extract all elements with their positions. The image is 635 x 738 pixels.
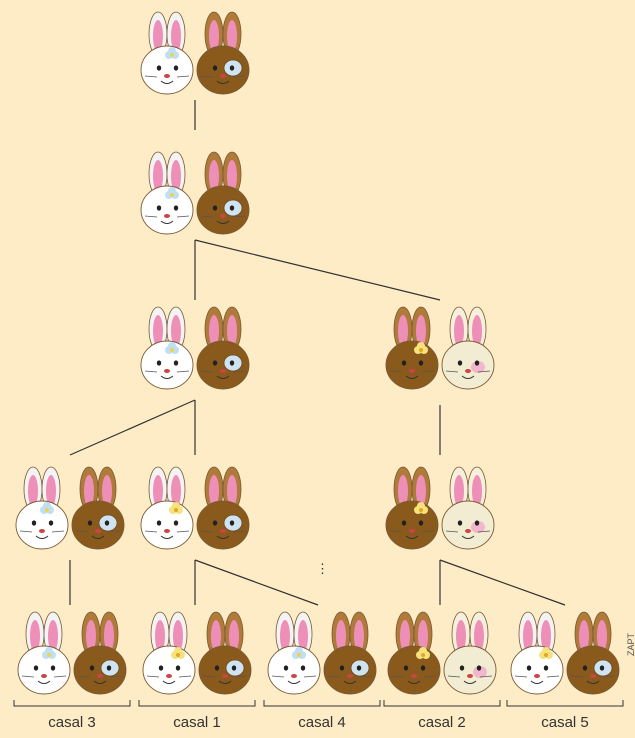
pair-casal-2 (382, 610, 502, 700)
pair-generation-4-b (135, 465, 255, 555)
label-casal-2: casal 2 (418, 714, 466, 731)
label-casal-3: casal 3 (48, 714, 96, 731)
pair-generation-1 (135, 10, 255, 100)
ellipsis-mark: ⋮ (316, 561, 329, 576)
brace-casal-4 (263, 700, 381, 707)
connector-gen2-gen3b (194, 239, 441, 301)
pair-generation-4-a (10, 465, 130, 555)
brace-casal-2 (383, 700, 501, 707)
label-casal-5: casal 5 (541, 714, 589, 731)
connector-gen4b-casal4 (194, 559, 319, 606)
label-casal-1: casal 1 (173, 714, 221, 731)
pair-generation-2 (135, 150, 255, 240)
pair-generation-3-left (135, 305, 255, 395)
pair-generation-4-c (380, 465, 500, 555)
connector-gen3a-gen4a (69, 399, 196, 456)
pair-generation-3-right (380, 305, 500, 395)
pair-casal-1 (137, 610, 257, 700)
brace-casal-1 (138, 700, 256, 707)
pair-casal-5 (505, 610, 625, 700)
brace-casal-3 (13, 700, 131, 707)
connector-gen4c-casal5 (439, 559, 566, 606)
image-credit: ZAPT (626, 632, 635, 656)
brace-casal-5 (506, 700, 624, 707)
pair-casal-4 (262, 610, 382, 700)
label-casal-4: casal 4 (298, 714, 346, 731)
pair-casal-3 (12, 610, 132, 700)
